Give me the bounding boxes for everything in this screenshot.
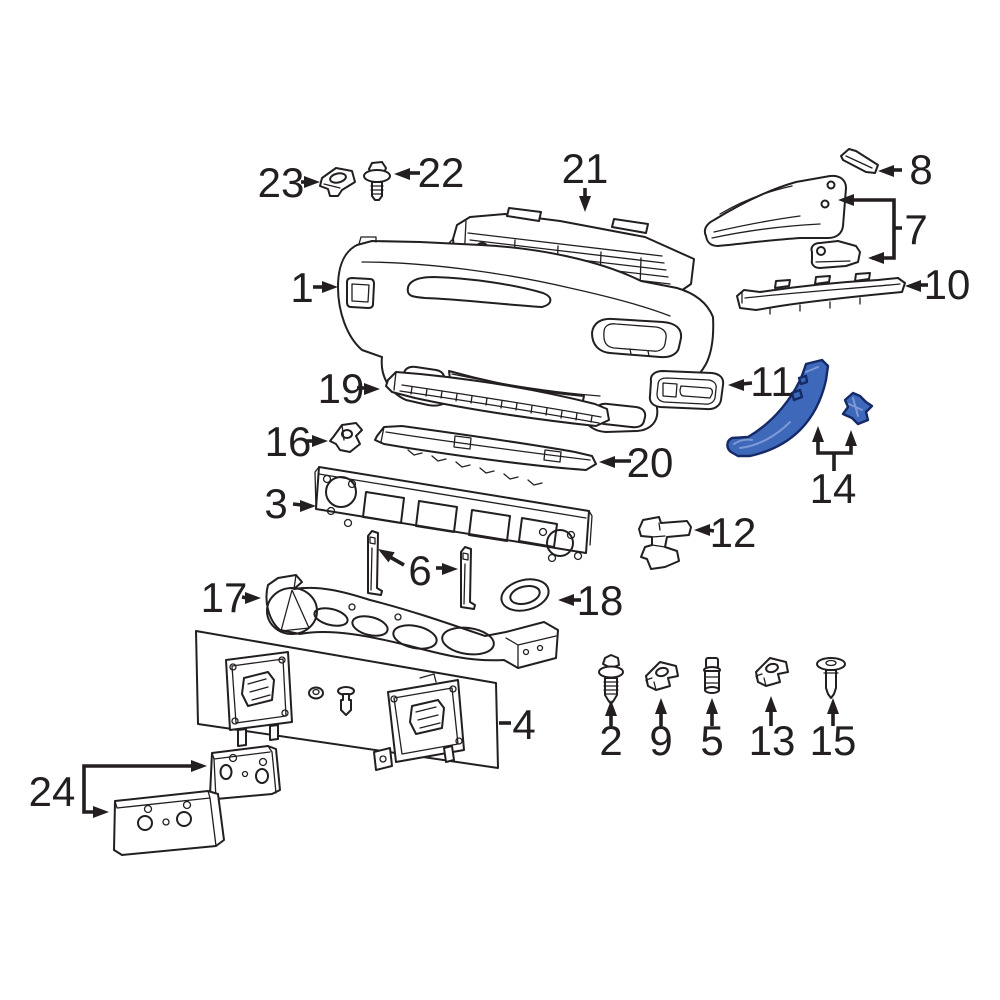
part-22-bolt[interactable]	[363, 161, 391, 201]
part-5-retainer-nut[interactable]	[703, 657, 721, 694]
part-12-bracket[interactable]	[638, 516, 692, 570]
part-8-applique-strip[interactable]	[840, 148, 879, 174]
part-2-bolt[interactable]	[598, 654, 624, 705]
part-9-u-nut-clip[interactable]	[645, 661, 679, 691]
part-24-license-brackets[interactable]	[113, 745, 281, 856]
callout-8-label[interactable]: 8	[909, 146, 932, 193]
callout-13-label[interactable]: 13	[749, 717, 796, 764]
callout-3[interactable]: 3	[264, 480, 316, 527]
callout-22[interactable]: 22	[394, 149, 464, 196]
callout-16-label[interactable]: 16	[265, 418, 312, 465]
callout-12[interactable]: 12	[694, 509, 756, 556]
callout-6[interactable]: 6	[378, 547, 458, 594]
part-19-valance-grille-strip[interactable]	[385, 371, 610, 427]
part-17-lower-reinforcement[interactable]	[265, 574, 559, 669]
callout-23-label[interactable]: 23	[258, 159, 305, 206]
callout-21[interactable]: 21	[562, 145, 609, 212]
callout-4[interactable]: 4	[499, 701, 536, 748]
part-13-u-nut-clip[interactable]	[755, 657, 789, 687]
callout-14[interactable]: 14	[810, 426, 857, 512]
part-16-bracket[interactable]	[329, 422, 363, 453]
callout-5-label[interactable]: 5	[700, 717, 723, 764]
callout-19[interactable]: 19	[318, 365, 380, 412]
part-20-lower-valance[interactable]	[374, 425, 597, 486]
callout-4-label[interactable]: 4	[512, 701, 535, 748]
part-14-highlighted-trim[interactable]	[726, 358, 874, 458]
callout-18-label[interactable]: 18	[577, 577, 624, 624]
callout-11-label[interactable]: 11	[750, 358, 794, 405]
callout-17[interactable]: 17	[201, 574, 261, 621]
callout-13[interactable]: 13	[749, 696, 796, 764]
part-3-impact-bar[interactable]	[314, 466, 593, 563]
callout-17-label[interactable]: 17	[201, 574, 248, 621]
part-23-clip-nut[interactable]	[319, 167, 356, 197]
part-18-grommet[interactable]	[498, 575, 552, 616]
callout-10-label[interactable]: 10	[924, 261, 971, 308]
callout-1[interactable]: 1	[290, 264, 338, 311]
part-11-tow-hook-bezel[interactable]	[648, 370, 725, 411]
callout-24[interactable]: 24	[29, 760, 207, 818]
callout-18[interactable]: 18	[558, 577, 623, 624]
part-6-support-struts[interactable]	[367, 530, 476, 610]
callout-20-label[interactable]: 20	[627, 439, 674, 486]
part-7-bezel-and-bracket[interactable]	[703, 174, 861, 269]
callout-19-label[interactable]: 19	[318, 365, 365, 412]
part-10-support-rail[interactable]	[736, 272, 906, 315]
callout-15[interactable]: 15	[810, 698, 857, 764]
callout-11[interactable]: 11	[728, 358, 794, 405]
callout-10[interactable]: 10	[905, 261, 970, 308]
callout-5[interactable]: 5	[700, 698, 724, 764]
callout-22-label[interactable]: 22	[418, 149, 465, 196]
callout-2[interactable]: 2	[599, 700, 623, 764]
callout-12-label[interactable]: 12	[710, 509, 757, 556]
callout-2-label[interactable]: 2	[599, 717, 622, 764]
part-15-push-pin[interactable]	[816, 657, 846, 699]
callout-7-label[interactable]: 7	[904, 206, 927, 253]
callout-21-label[interactable]: 21	[562, 145, 609, 192]
callout-20[interactable]: 20	[599, 439, 673, 486]
callout-14-label[interactable]: 14	[810, 465, 857, 512]
callout-16[interactable]: 16	[265, 418, 328, 465]
callout-6-label[interactable]: 6	[408, 547, 431, 594]
callout-8[interactable]: 8	[878, 146, 933, 193]
part-4-sensor-bracket-kit[interactable]	[195, 630, 499, 771]
callout-7[interactable]: 7	[838, 194, 928, 264]
callout-15-label[interactable]: 15	[810, 717, 857, 764]
callout-9-label[interactable]: 9	[649, 717, 672, 764]
callout-24-label[interactable]: 24	[29, 768, 76, 815]
callout-1-label[interactable]: 1	[290, 264, 313, 311]
callout-3-label[interactable]: 3	[264, 480, 287, 527]
callout-9[interactable]: 9	[649, 698, 673, 764]
callout-23[interactable]: 23	[258, 159, 320, 206]
